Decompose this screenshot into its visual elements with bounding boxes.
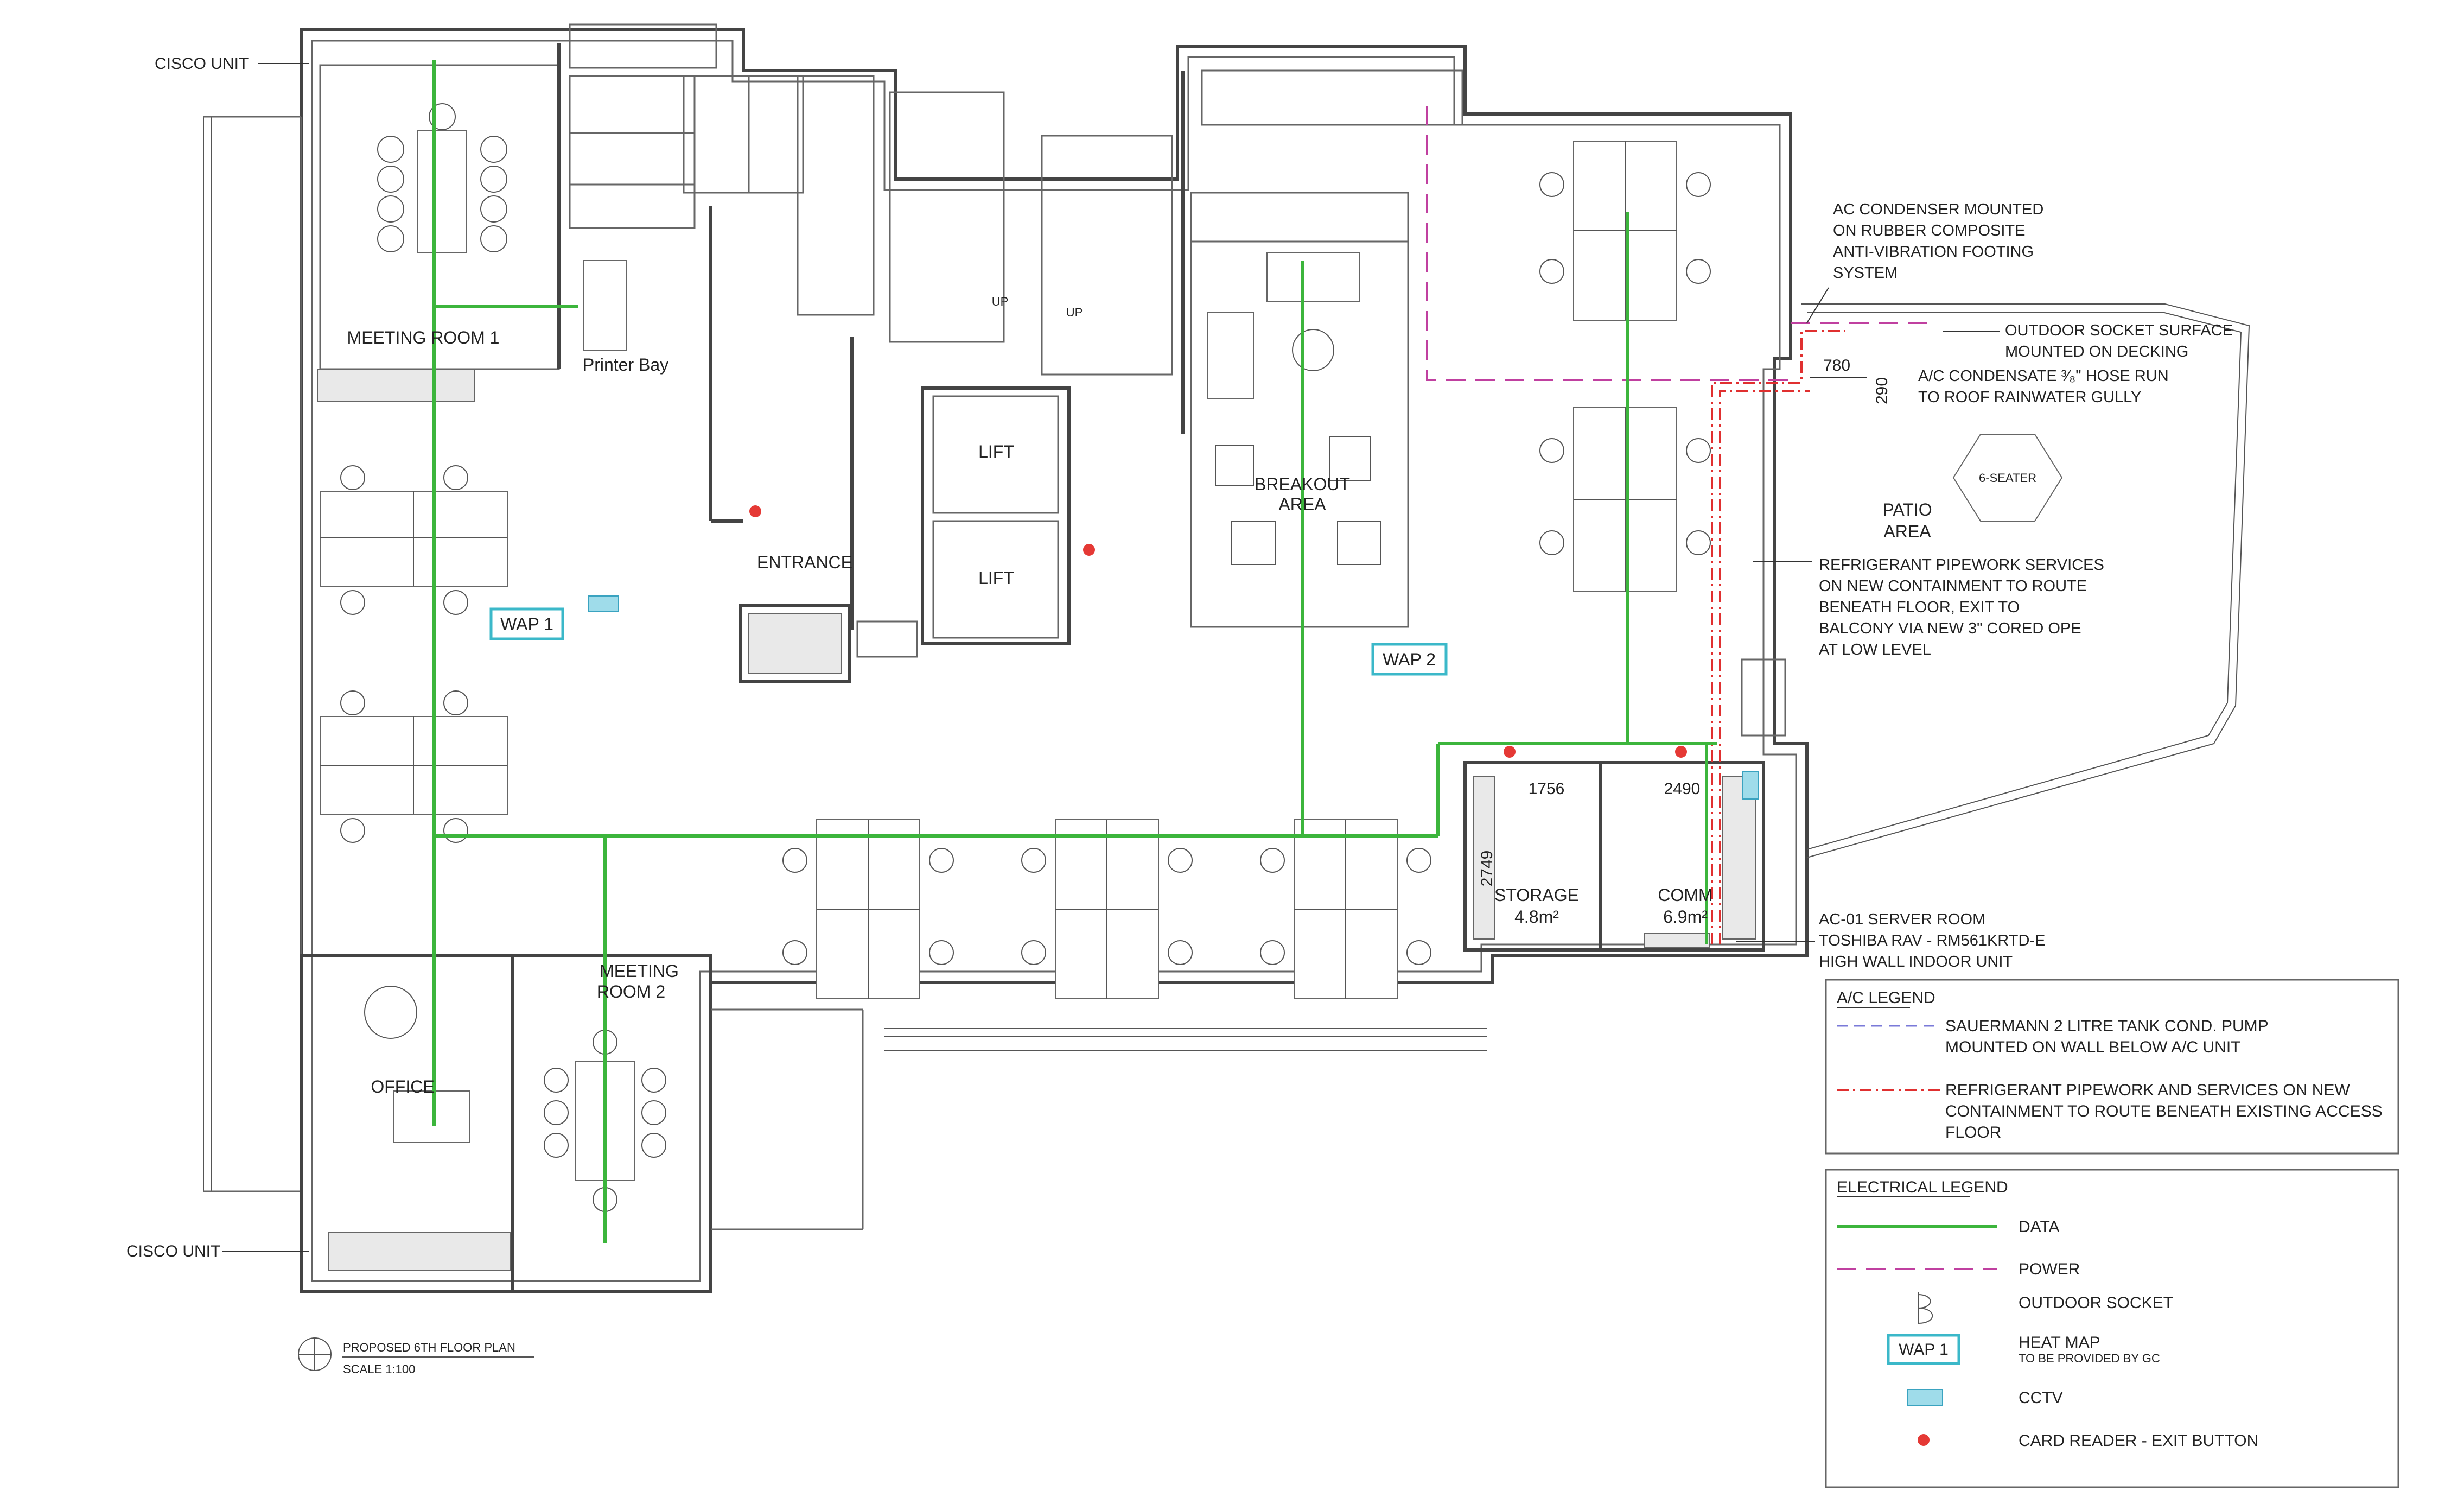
note-condensate-2: TO ROOF RAINWATER GULLY — [1918, 389, 2141, 406]
legend-heat-map-label: HEAT MAP — [2019, 1334, 2100, 1352]
storage-label: STORAGE — [1494, 885, 1579, 905]
plan-title: PROPOSED 6TH FLOOR PLAN SCALE 1:100 — [298, 1337, 534, 1376]
legend-card-reader-icon — [1918, 1434, 1930, 1446]
legend-data-label: DATA — [2019, 1218, 2060, 1236]
legend-cctv-label: CCTV — [2019, 1389, 2063, 1407]
electrical-legend-title: ELECTRICAL LEGEND — [1837, 1178, 2008, 1196]
legend-wap-sample: WAP 1 — [1899, 1341, 1949, 1359]
note-server-room-2: TOSHIBA RAV - RM561KRTD-E — [1819, 932, 2045, 949]
building-walls — [203, 23, 2250, 1293]
dim-780: 780 — [1823, 357, 1850, 375]
storage-area-label: 4.8m² — [1514, 907, 1559, 927]
note-refrigerant-3: BENEATH FLOOR, EXIT TO — [1819, 599, 2020, 616]
card-readers — [749, 505, 1687, 758]
note-ac-condenser-2: ON RUBBER COMPOSITE — [1833, 222, 2026, 239]
outdoor-socket-icon — [1918, 1292, 1933, 1324]
lift-label: LIFT — [978, 442, 1014, 461]
meeting-room-1-label: MEETING ROOM 1 — [347, 328, 500, 347]
ac-legend: A/C LEGEND SAUERMANN 2 LITRE TANK COND. … — [1825, 979, 2399, 1155]
card-reader-marker — [749, 505, 761, 517]
note-condensate-1: A/C CONDENSATE ³⁄₈" HOSE RUN — [1918, 367, 2169, 385]
breakout-label: BREAKOUT — [1255, 474, 1350, 494]
dim-1756: 1756 — [1529, 780, 1565, 798]
ac-legend-item-2-line-3: FLOOR — [1945, 1124, 2001, 1141]
comm-label: COMM — [1658, 885, 1712, 905]
note-ac-condenser-4: SYSTEM — [1833, 264, 1898, 282]
legend-heat-map-sub: TO BE PROVIDED BY GC — [2019, 1352, 2160, 1365]
legend-power-label: POWER — [2019, 1260, 2080, 1278]
cctv-icon — [1742, 771, 1759, 800]
note-outdoor-socket-1: OUTDOOR SOCKET SURFACE — [2005, 322, 2233, 339]
desk-chairs — [340, 172, 1711, 965]
dim-290: 290 — [1873, 377, 1891, 404]
entrance-label: ENTRANCE — [757, 553, 852, 572]
data-routes — [432, 60, 1717, 1243]
wap1-label: WAP 1 — [500, 614, 553, 634]
furniture — [317, 103, 2063, 1212]
card-reader-marker — [1675, 746, 1687, 758]
room-labels: MEETING ROOM 1 Printer Bay ENTRANCE LIFT… — [347, 295, 2036, 1096]
stair-up-label: UP — [992, 295, 1009, 308]
dim-2749: 2749 — [1478, 851, 1496, 887]
wap2-label: WAP 2 — [1383, 650, 1436, 669]
note-outdoor-socket-2: MOUNTED ON DECKING — [2005, 343, 2188, 360]
card-reader-marker — [1504, 746, 1516, 758]
stair-up-label: UP — [1066, 306, 1083, 319]
card-reader-marker — [1083, 544, 1095, 556]
note-server-room-1: AC-01 SERVER ROOM — [1819, 911, 1985, 928]
note-server-room-3: HIGH WALL INDOOR UNIT — [1819, 953, 2013, 970]
cisco-labels: CISCO UNIT CISCO UNIT — [126, 55, 309, 1260]
meeting-room-2-label: ROOM 2 — [597, 982, 665, 1001]
note-refrigerant-4: BALCONY VIA NEW 3" CORED OPE — [1819, 620, 2081, 637]
legend-card-reader-label: CARD READER - EXIT BUTTON — [2019, 1432, 2258, 1450]
ac-legend-item-2-line-1: REFRIGERANT PIPEWORK AND SERVICES ON NEW — [1945, 1081, 2350, 1099]
comm-area-label: 6.9m² — [1663, 907, 1708, 927]
note-refrigerant-2: ON NEW CONTAINMENT TO ROUTE — [1819, 578, 2087, 595]
note-refrigerant-5: AT LOW LEVEL — [1819, 641, 1931, 658]
electrical-legend: ELECTRICAL LEGEND DATA POWER OUTDOOR SOC… — [1825, 1169, 2399, 1488]
cisco-unit-bottom-label: CISCO UNIT — [126, 1242, 220, 1260]
note-refrigerant-1: REFRIGERANT PIPEWORK SERVICES — [1819, 556, 2104, 574]
refrigerant-route-2 — [1719, 390, 1810, 944]
cisco-unit-top-label: CISCO UNIT — [155, 55, 249, 73]
dim-2490: 2490 — [1664, 780, 1701, 798]
six-seater-label: 6-SEATER — [1979, 471, 2036, 485]
patio-label: PATIO — [1882, 500, 1932, 519]
ac-legend-title: A/C LEGEND — [1837, 989, 1935, 1007]
breakout-label: AREA — [1278, 494, 1326, 514]
note-ac-condenser-1: AC CONDENSER MOUNTED — [1833, 201, 2043, 218]
office-label: OFFICE — [371, 1077, 434, 1096]
wap-2-marker: WAP 2 — [1371, 643, 1448, 676]
note-ac-condenser-3: ANTI-VIBRATION FOOTING — [1833, 243, 2034, 261]
ac-legend-item-1-line-2: MOUNTED ON WALL BELOW A/C UNIT — [1945, 1038, 2241, 1056]
legend-outdoor-socket-label: OUTDOOR SOCKET — [2019, 1294, 2173, 1312]
annotation-notes: AC CONDENSER MOUNTED ON RUBBER COMPOSITE… — [1736, 201, 2233, 970]
wap-1-marker: WAP 1 — [489, 607, 564, 640]
ac-legend-item-2-line-2: CONTAINMENT TO ROUTE BENEATH EXISTING AC… — [1945, 1102, 2383, 1120]
lift-label: LIFT — [978, 568, 1014, 588]
refrigerant-route — [1711, 330, 1845, 944]
dimensions: 1756 2490 2749 780 290 — [1478, 357, 1891, 886]
power-route — [1426, 106, 1791, 381]
patio-label: AREA — [1883, 522, 1931, 541]
meeting-room-2-label: MEETING — [600, 961, 679, 981]
plan-title-label: PROPOSED 6TH FLOOR PLAN — [343, 1341, 515, 1354]
plan-scale-label: SCALE 1:100 — [343, 1362, 415, 1376]
printer-bay-label: Printer Bay — [583, 355, 668, 375]
cctv-icon — [588, 595, 619, 612]
legend-cctv-icon — [1907, 1389, 1943, 1406]
ac-legend-item-1-line-1: SAUERMANN 2 LITRE TANK COND. PUMP — [1945, 1017, 2269, 1035]
